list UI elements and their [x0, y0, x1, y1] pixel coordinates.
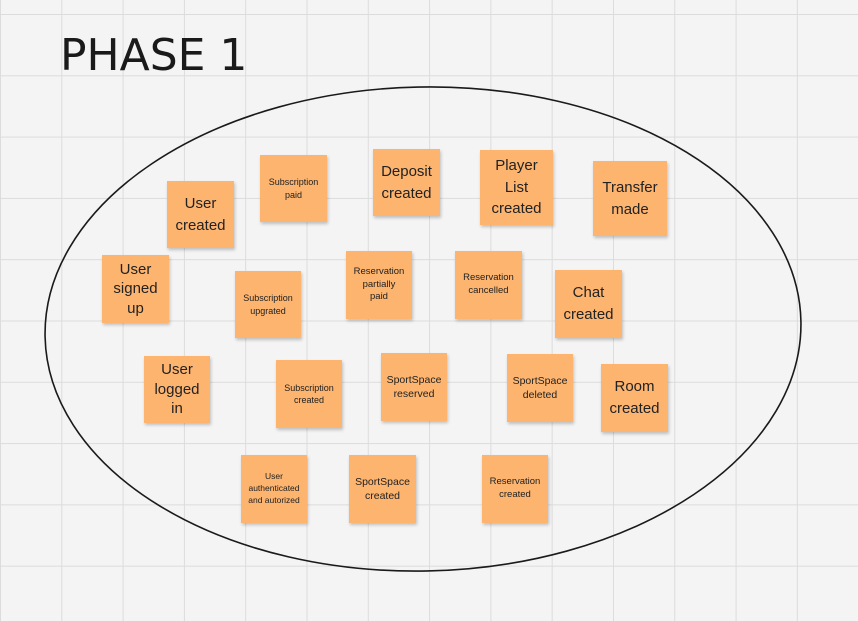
sticky-note-label: Reservation created [489, 476, 541, 500]
sticky-note-label: Reservation partially paid [353, 265, 405, 303]
sticky-note-label: SportSpace deleted [512, 374, 568, 401]
phase-title[interactable]: PHASE 1 [60, 30, 248, 81]
sticky-note-label: Chat created [563, 284, 614, 323]
sticky-note-chat-created[interactable]: Chat created [555, 270, 622, 338]
sticky-note-label: Transfer made [602, 178, 658, 218]
sticky-note-sportspace-reserved[interactable]: SportSpace reserved [381, 353, 447, 421]
sticky-note-label: User logged in [154, 361, 200, 418]
sticky-note-sportspace-deleted[interactable]: SportSpace deleted [507, 354, 573, 422]
sticky-note-label: Subscription created [284, 382, 334, 405]
sticky-note-player-list-created[interactable]: Player List created [480, 150, 553, 225]
sticky-note-reservation-partially-paid[interactable]: Reservation partially paid [346, 251, 412, 319]
sticky-note-label: Subscription paid [268, 177, 319, 200]
sticky-note-deposit-created[interactable]: Deposit created [373, 149, 440, 216]
sticky-note-user-logged-in[interactable]: User logged in [144, 356, 210, 423]
sticky-note-label: Player List created [491, 156, 542, 218]
sticky-note-subscription-created[interactable]: Subscription created [276, 360, 342, 428]
sticky-note-room-created[interactable]: Room created [601, 364, 668, 432]
sticky-note-reservation-cancelled[interactable]: Reservation cancelled [455, 251, 522, 319]
sticky-note-label: Deposit created [381, 162, 432, 202]
sticky-note-user-created[interactable]: User created [167, 181, 234, 248]
sticky-note-label: User authenticated and autorized [248, 471, 300, 505]
sticky-note-subscription-paid[interactable]: Subscription paid [260, 155, 327, 222]
sticky-note-reservation-created[interactable]: Reservation created [482, 455, 548, 523]
sticky-note-user-signed-up[interactable]: User signed up [102, 255, 169, 323]
sticky-note-subscription-upgrated[interactable]: Subscription upgrated [235, 271, 301, 338]
sticky-note-label: SportSpace created [355, 475, 410, 502]
sticky-note-sportspace-created[interactable]: SportSpace created [349, 455, 416, 523]
sticky-note-user-authenticated-and-autorized[interactable]: User authenticated and autorized [241, 455, 307, 523]
sticky-note-label: SportSpace reserved [386, 373, 442, 400]
sticky-note-label: Room created [609, 378, 660, 417]
sticky-note-label: User signed up [113, 260, 158, 317]
sticky-note-label: Reservation cancelled [463, 272, 514, 296]
sticky-note-label: Subscription upgrated [243, 293, 293, 316]
sticky-note-transfer-made[interactable]: Transfer made [593, 161, 667, 236]
sticky-note-label: User created [175, 194, 226, 234]
